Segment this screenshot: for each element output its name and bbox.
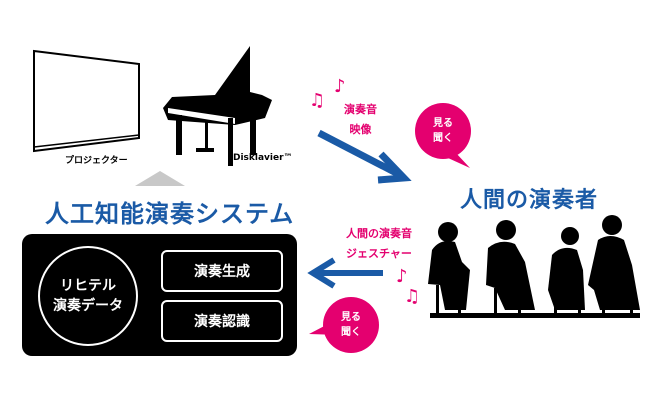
arrow-to-system-icon bbox=[307, 257, 383, 289]
grand-piano-icon bbox=[163, 46, 272, 166]
musicians-silhouette-icon bbox=[428, 215, 640, 318]
music-note-icon: ♪ bbox=[334, 76, 346, 97]
see-hear-bubble: 見る 聞く bbox=[323, 297, 379, 353]
music-note-icon: ♫ bbox=[309, 90, 326, 111]
caption-line: 演奏音 bbox=[344, 103, 377, 116]
performance-generation-button[interactable]: 演奏生成 bbox=[161, 250, 283, 292]
human-performers-title: 人間の演奏者 bbox=[460, 188, 599, 213]
bubble-line: 見る bbox=[341, 312, 361, 323]
music-note-icon: ♪ bbox=[396, 266, 408, 287]
caption-line: 人間の演奏音 bbox=[346, 227, 412, 240]
to-system-caption: 人間の演奏音 ジェスチャー bbox=[346, 224, 412, 264]
projector-screen-icon bbox=[33, 49, 140, 153]
music-note-icon: ♫ bbox=[404, 286, 421, 307]
bubble-line: 聞く bbox=[341, 327, 361, 338]
projector-label: プロジェクター bbox=[65, 156, 128, 166]
ai-system-title: 人工知能演奏システム bbox=[45, 200, 295, 228]
caption-line: 映像 bbox=[349, 123, 372, 136]
bubble-line: 見る bbox=[433, 118, 453, 129]
performance-recognition-button[interactable]: 演奏認識 bbox=[161, 300, 283, 342]
piano-label: Disklavier™ bbox=[233, 153, 293, 163]
see-hear-bubble: 見る 聞く bbox=[415, 103, 471, 159]
up-triangle-icon bbox=[135, 171, 185, 186]
data-circle-line-2: 演奏データ bbox=[53, 298, 123, 314]
bubble-line: 聞く bbox=[433, 133, 453, 144]
data-circle-line-1: リヒテル bbox=[60, 278, 116, 294]
arrow-to-human-icon bbox=[317, 129, 412, 184]
performance-data-circle: リヒテル 演奏データ bbox=[38, 246, 138, 346]
caption-line: ジェスチャー bbox=[346, 247, 412, 260]
to-human-caption: 演奏音 映像 bbox=[344, 100, 377, 140]
